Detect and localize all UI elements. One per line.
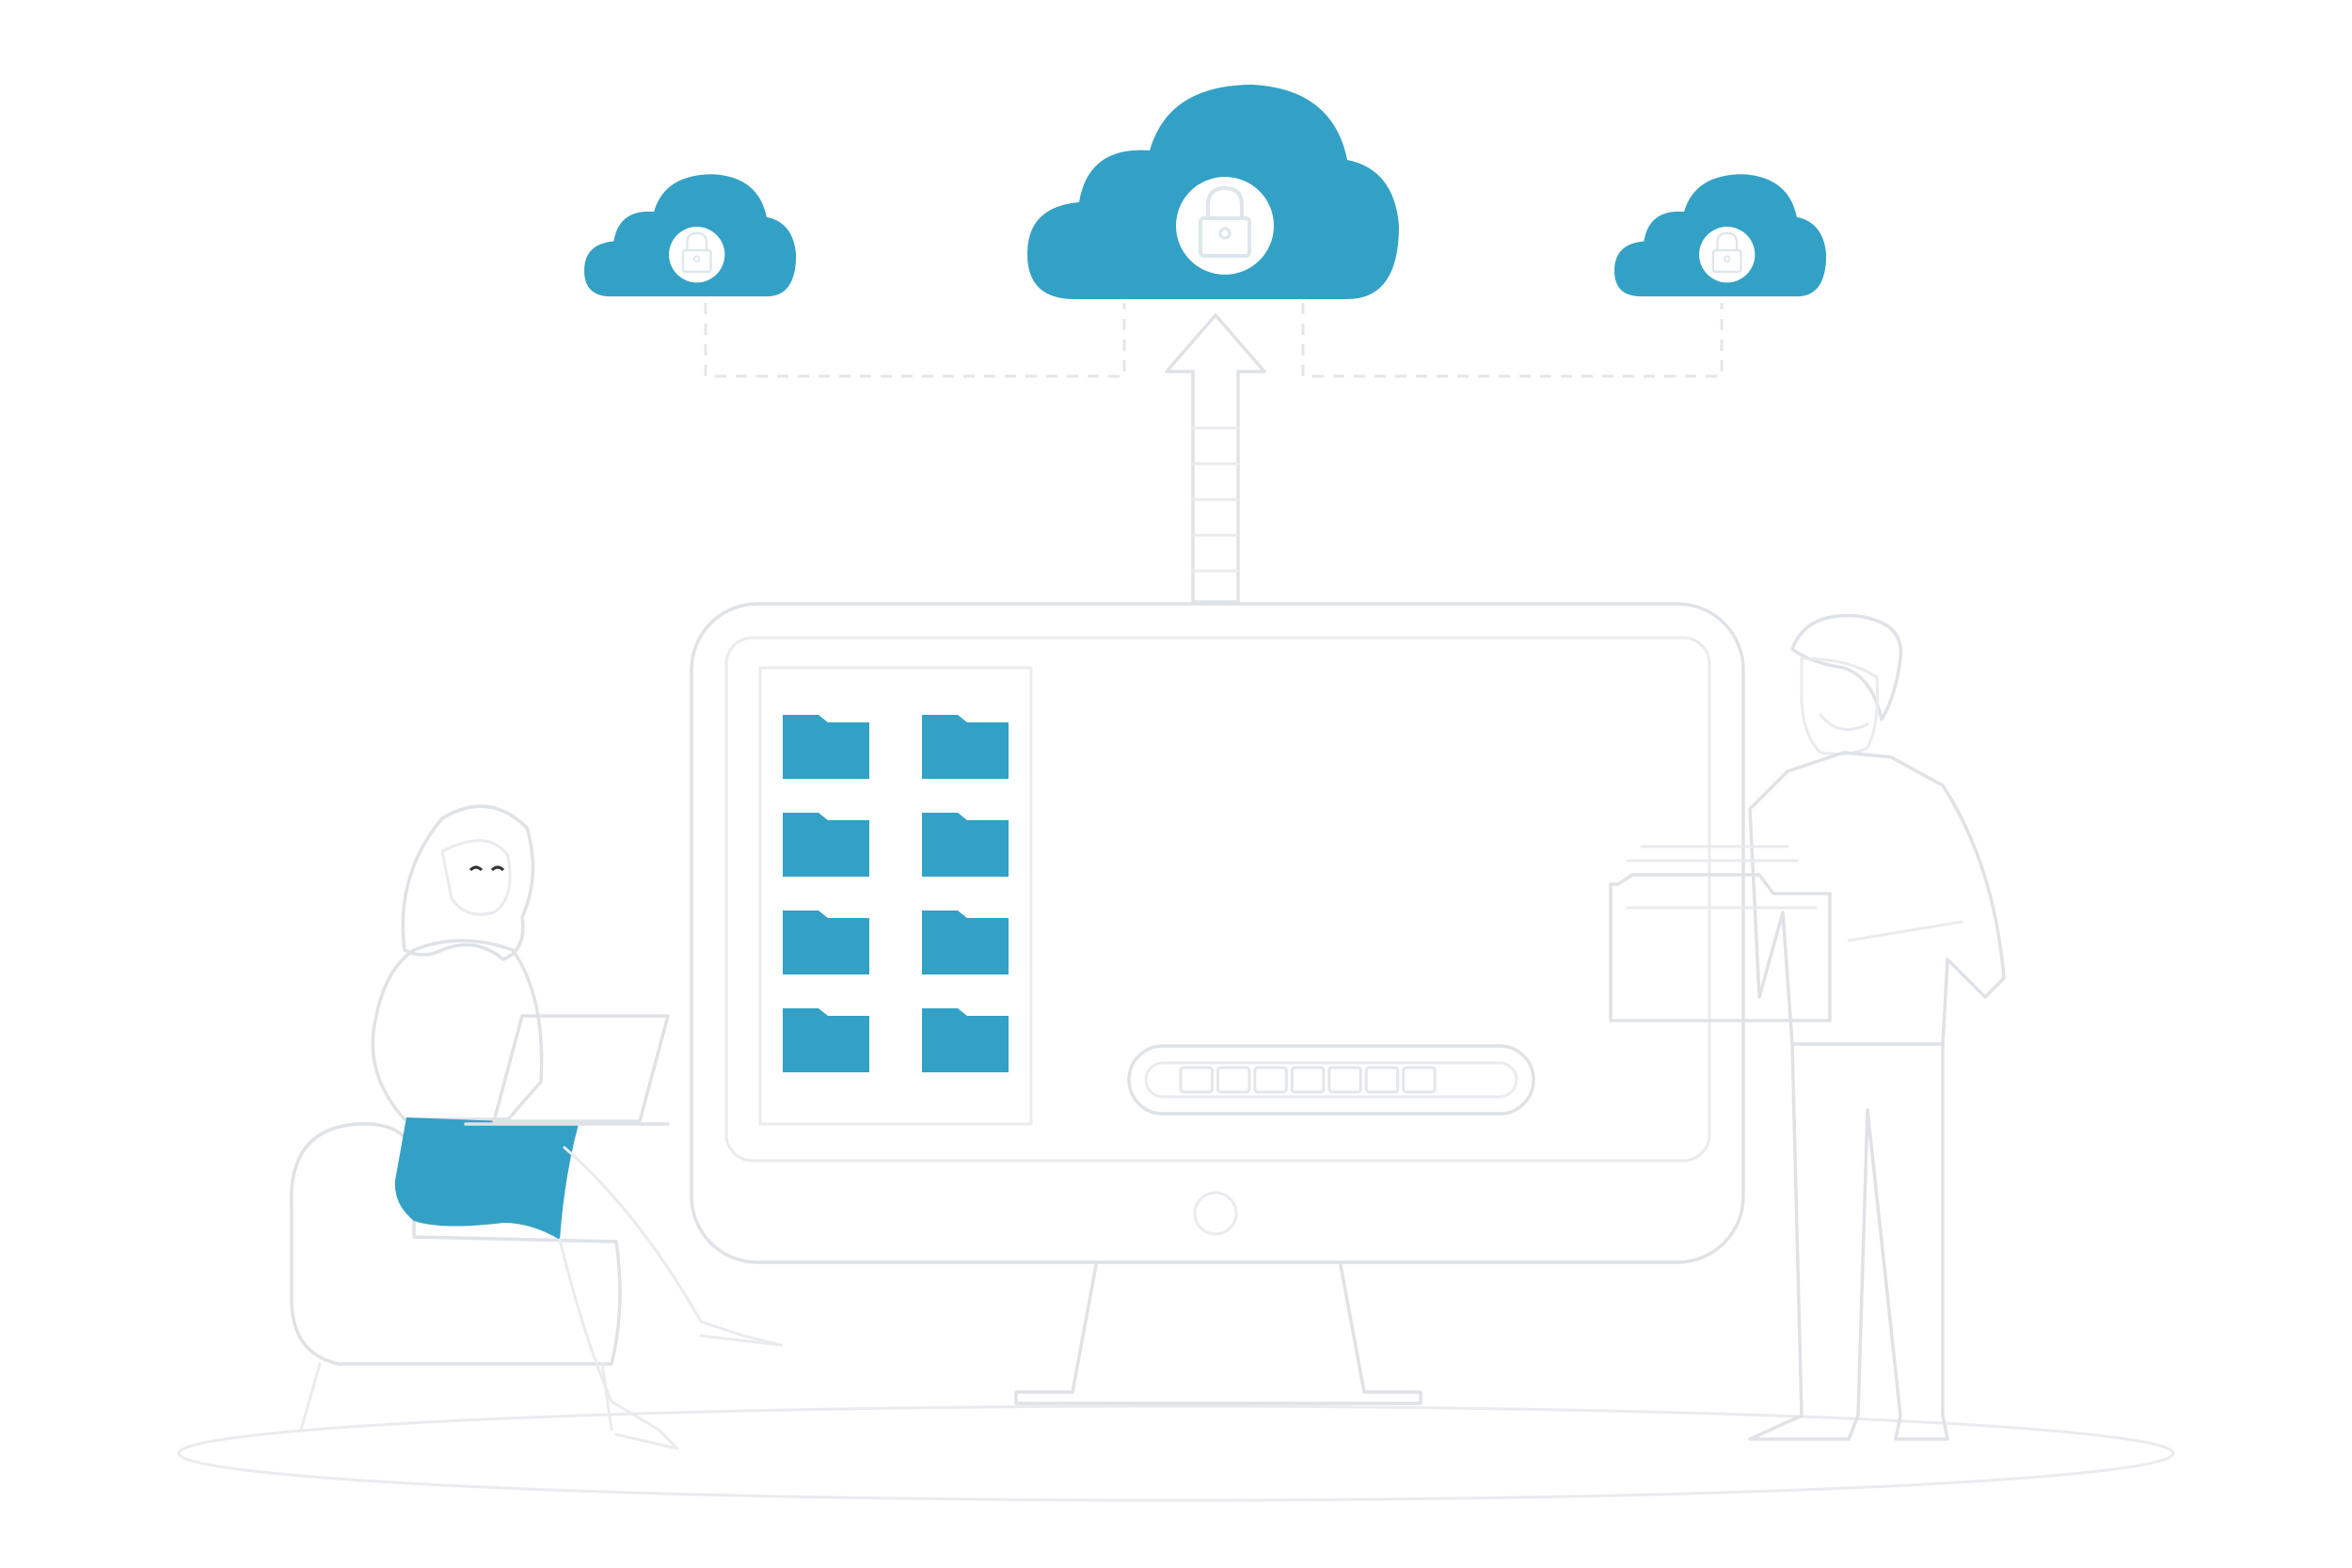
man-torso: [1748, 751, 2006, 1046]
progress-segment: [1364, 1066, 1400, 1094]
man-with-folder: [1609, 613, 2006, 1441]
progress-segment: [1216, 1066, 1251, 1094]
folder-icon: [922, 1008, 1009, 1072]
progress-segment: [1290, 1066, 1326, 1094]
padlock-icon: [669, 227, 725, 283]
folder-grid: [783, 715, 1009, 1072]
progress-segment: [1179, 1066, 1214, 1094]
folder-icon: [922, 813, 1009, 877]
progress-segment: [1402, 1066, 1437, 1094]
folder-icon: [783, 911, 869, 974]
woman-hair: [401, 804, 535, 961]
progress-segment: [1327, 1066, 1362, 1094]
folder-icon: [922, 715, 1009, 779]
monitor-power-button: [1193, 1191, 1238, 1236]
man-hair: [1790, 613, 1903, 721]
woman-with-laptop: [289, 804, 783, 1450]
cloud-connectors: [704, 303, 1724, 378]
monitor-stand: [1014, 1263, 1422, 1405]
cloud-left: [584, 174, 797, 297]
progress-segment: [1253, 1066, 1288, 1094]
folder-icon: [922, 911, 1009, 974]
monitor-screen: [724, 636, 1711, 1163]
upload-progress-bar: [1179, 1066, 1437, 1094]
woman-skirt: [394, 1117, 579, 1240]
armchair: [289, 1122, 622, 1366]
folder-icon: [783, 1008, 869, 1072]
man-beard: [1819, 713, 1869, 732]
desktop-monitor: [690, 602, 1745, 1405]
padlock-icon: [1699, 227, 1756, 283]
upload-arrow-icon: [1165, 313, 1266, 604]
woman-legs: [558, 1146, 783, 1450]
man-face: [1800, 657, 1880, 756]
cloud-center: [1027, 85, 1399, 299]
held-folder-icon: [1609, 873, 1832, 1022]
progress-track: [1127, 1044, 1535, 1116]
ground-shadow: [177, 1404, 2175, 1502]
woman-face: [440, 839, 512, 916]
laptop-icon: [464, 1014, 670, 1126]
cloud-group: [584, 85, 1827, 299]
file-panel: [758, 666, 1033, 1126]
padlock-icon: [1176, 177, 1274, 275]
monitor-bezel: [690, 602, 1745, 1264]
folder-icon: [783, 715, 869, 779]
cloud-right: [1614, 174, 1827, 297]
woman-torso: [371, 939, 544, 1121]
folder-icon: [783, 813, 869, 877]
man-legs: [1748, 1042, 1949, 1441]
